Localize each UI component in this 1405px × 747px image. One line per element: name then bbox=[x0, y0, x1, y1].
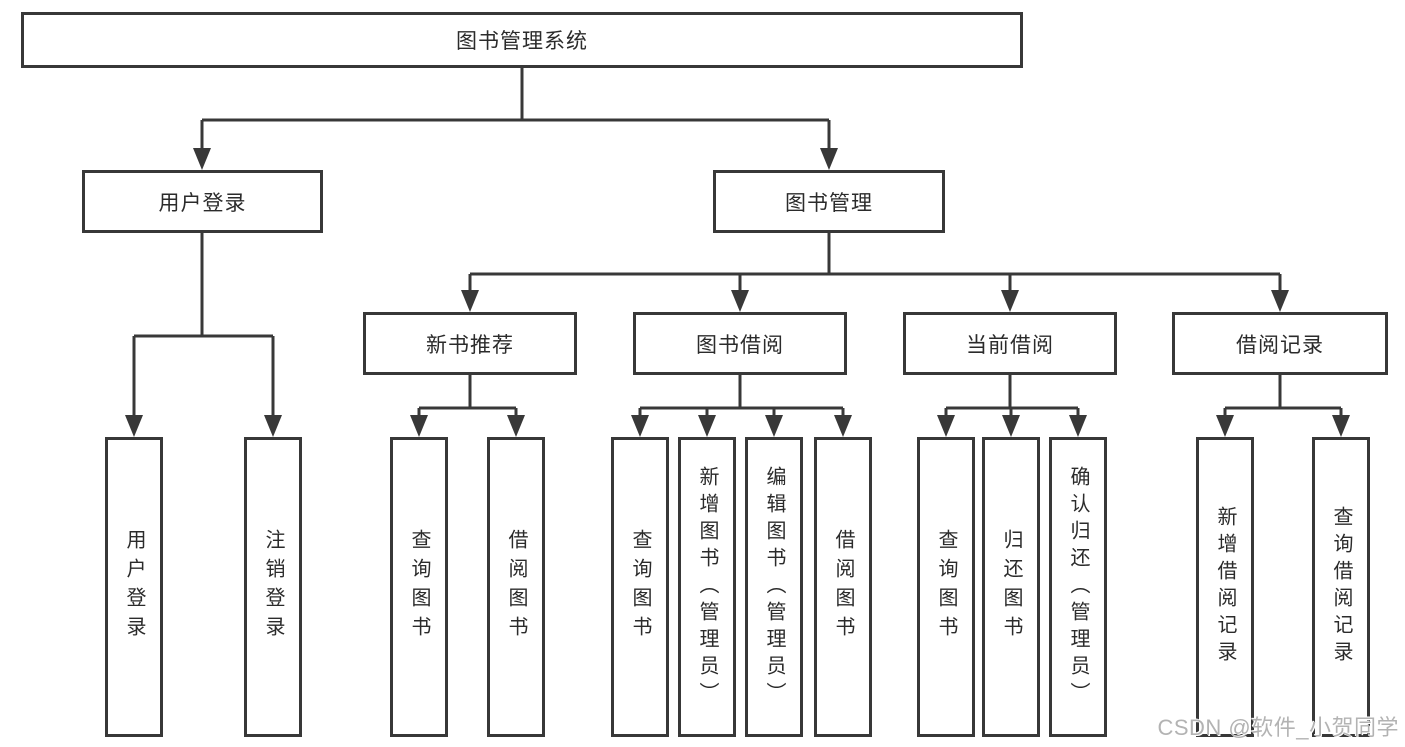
leaf-add-book-admin: 新增图书（管理员） bbox=[678, 437, 736, 737]
leaf-query-books-rec: 查询图书 bbox=[390, 437, 448, 737]
leaf-logout: 注销登录 bbox=[244, 437, 302, 737]
leaf-confirm-return-admin: 确认归还（管理员） bbox=[1049, 437, 1107, 737]
leaf-borrow-books-label: 借阅图书 bbox=[832, 529, 854, 645]
leaf-add-borrow-record: 新增借阅记录 bbox=[1196, 437, 1254, 737]
leaf-query-books-rec-label: 查询图书 bbox=[408, 529, 430, 645]
node-root: 图书管理系统 bbox=[21, 12, 1023, 68]
node-current-borrow-label: 当前借阅 bbox=[966, 333, 1054, 357]
leaf-user-login: 用户登录 bbox=[105, 437, 163, 737]
leaf-user-login-label: 用户登录 bbox=[123, 529, 145, 645]
connector-borrow-records-to-leaves bbox=[1216, 375, 1350, 437]
leaf-borrow-books-rec-label: 借阅图书 bbox=[505, 529, 527, 645]
node-book-borrow: 图书借阅 bbox=[633, 312, 847, 375]
connector-user-login-to-leaves bbox=[125, 233, 282, 437]
leaf-add-book-admin-label: 新增图书（管理员） bbox=[696, 465, 718, 709]
leaf-borrow-books: 借阅图书 bbox=[814, 437, 872, 737]
connector-root-to-level2 bbox=[193, 68, 838, 170]
connector-book-borrow-to-leaves bbox=[631, 375, 852, 437]
leaf-return-book: 归还图书 bbox=[982, 437, 1040, 737]
node-new-book-rec: 新书推荐 bbox=[363, 312, 577, 375]
leaf-confirm-return-admin-label: 确认归还（管理员） bbox=[1067, 465, 1089, 709]
node-new-book-rec-label: 新书推荐 bbox=[426, 333, 514, 357]
node-current-borrow: 当前借阅 bbox=[903, 312, 1117, 375]
leaf-query-books-current: 查询图书 bbox=[917, 437, 975, 737]
node-root-label: 图书管理系统 bbox=[456, 30, 588, 53]
leaf-query-books-borrow-label: 查询图书 bbox=[629, 529, 651, 645]
leaf-query-books-current-label: 查询图书 bbox=[935, 529, 957, 645]
leaf-return-book-label: 归还图书 bbox=[1000, 529, 1022, 645]
leaf-borrow-books-rec: 借阅图书 bbox=[487, 437, 545, 737]
node-user-login-label: 用户登录 bbox=[158, 191, 247, 215]
leaf-edit-book-admin-label: 编辑图书（管理员） bbox=[763, 465, 785, 709]
connector-book-mgmt-to-level3 bbox=[461, 233, 1289, 312]
leaf-edit-book-admin: 编辑图书（管理员） bbox=[745, 437, 803, 737]
leaf-query-borrow-record-label: 查询借阅记录 bbox=[1330, 506, 1352, 668]
node-book-borrow-label: 图书借阅 bbox=[696, 333, 784, 357]
leaf-query-borrow-record: 查询借阅记录 bbox=[1312, 437, 1370, 737]
connector-new-book-rec-to-leaves bbox=[410, 375, 525, 437]
leaf-logout-label: 注销登录 bbox=[262, 529, 284, 645]
leaf-query-books-borrow: 查询图书 bbox=[611, 437, 669, 737]
node-borrow-records-label: 借阅记录 bbox=[1236, 333, 1324, 357]
leaf-add-borrow-record-label: 新增借阅记录 bbox=[1214, 506, 1236, 668]
connector-current-borrow-to-leaves bbox=[937, 375, 1087, 437]
node-user-login: 用户登录 bbox=[82, 170, 323, 233]
watermark-text: CSDN @软件_小贺同学 bbox=[1157, 715, 1399, 740]
node-book-mgmt-label: 图书管理 bbox=[785, 191, 873, 215]
node-book-mgmt: 图书管理 bbox=[713, 170, 945, 233]
node-borrow-records: 借阅记录 bbox=[1172, 312, 1388, 375]
